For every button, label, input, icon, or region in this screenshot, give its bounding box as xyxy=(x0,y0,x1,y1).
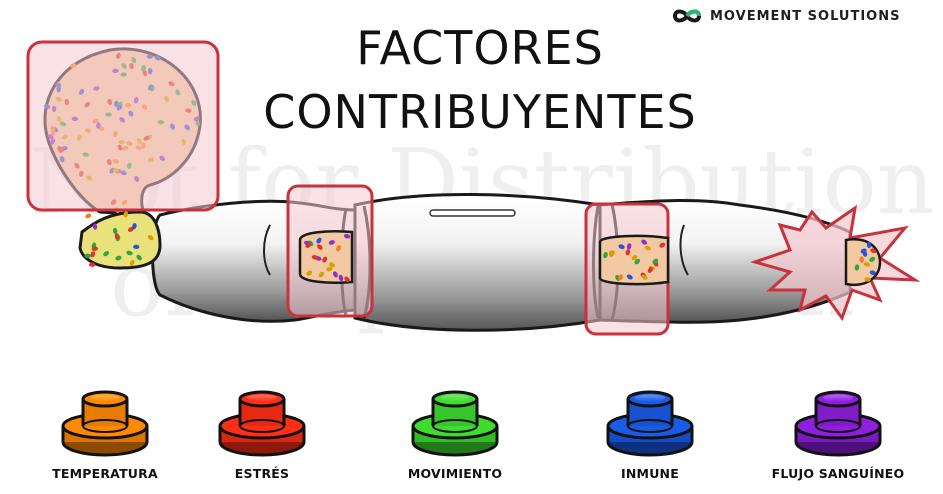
particle xyxy=(863,262,871,267)
particle xyxy=(136,254,142,261)
particle xyxy=(88,262,96,267)
factor-buttons xyxy=(61,390,882,457)
particle xyxy=(318,271,325,278)
nerve-body xyxy=(151,193,852,332)
particle xyxy=(869,256,876,262)
particle xyxy=(641,274,648,280)
particle xyxy=(603,251,608,259)
particle xyxy=(344,276,350,283)
particle xyxy=(115,255,122,261)
particle xyxy=(659,242,666,248)
factor-label: TEMPERATURA xyxy=(52,466,158,481)
particle xyxy=(644,245,652,251)
particle xyxy=(114,233,120,240)
particle-cluster xyxy=(303,233,666,283)
particle xyxy=(129,259,135,266)
particle xyxy=(311,255,319,260)
particle xyxy=(866,241,872,249)
brand-logo: MOVEMENT SOLUTIONS xyxy=(672,4,900,28)
factor-label: FLUJO SANGUÍNEO xyxy=(771,466,905,481)
particle xyxy=(870,248,877,254)
brand-name: MOVEMENT SOLUTIONS xyxy=(710,8,901,24)
particle xyxy=(328,240,335,245)
particle xyxy=(854,264,860,271)
particle xyxy=(338,274,344,282)
particle xyxy=(306,270,313,276)
particle xyxy=(631,255,638,261)
particle xyxy=(626,274,633,280)
page-title-line-1: FACTORES xyxy=(356,21,604,75)
particle-cluster xyxy=(854,241,877,282)
particle xyxy=(647,267,653,273)
particle xyxy=(305,242,312,248)
particle xyxy=(862,250,868,257)
particle xyxy=(92,223,98,230)
particle xyxy=(641,239,648,245)
particle xyxy=(91,246,99,251)
particle xyxy=(864,277,871,282)
page-title-line-2: CONTRIBUYENTES xyxy=(263,85,697,139)
burst-tip xyxy=(749,204,921,322)
particle xyxy=(90,251,96,258)
factor-label: ESTRÉS xyxy=(234,466,290,481)
particle xyxy=(123,211,129,218)
particle xyxy=(326,266,333,272)
highlight-box-bulb xyxy=(26,40,220,212)
particle xyxy=(126,250,133,256)
particle xyxy=(317,244,323,250)
particle xyxy=(132,222,137,230)
particle xyxy=(652,258,659,264)
particle xyxy=(336,245,342,252)
particle xyxy=(322,256,328,263)
particle xyxy=(625,249,631,256)
factor-label: INMUNE xyxy=(621,466,679,481)
particle xyxy=(859,256,864,263)
particle xyxy=(626,243,632,250)
particle xyxy=(84,253,91,259)
particle xyxy=(147,234,154,241)
particle xyxy=(343,233,351,239)
green-button-icon xyxy=(411,390,499,457)
particle xyxy=(332,271,338,278)
particle xyxy=(618,274,623,281)
red-button-icon xyxy=(218,390,306,457)
particle xyxy=(112,227,118,235)
factor-label: MOVIMIENTO xyxy=(407,466,503,481)
particle xyxy=(103,251,110,257)
particle xyxy=(316,237,322,244)
infinity-logo-icon xyxy=(672,9,702,23)
particle xyxy=(610,250,615,257)
particle xyxy=(329,262,335,268)
particle xyxy=(618,244,625,250)
particle xyxy=(127,226,134,232)
particle xyxy=(869,270,876,276)
particle xyxy=(634,258,641,265)
blue-button-icon xyxy=(606,390,694,457)
particle xyxy=(133,244,140,250)
particle xyxy=(85,213,92,219)
orange-button-icon xyxy=(61,390,149,457)
purple-button-icon xyxy=(794,390,882,457)
